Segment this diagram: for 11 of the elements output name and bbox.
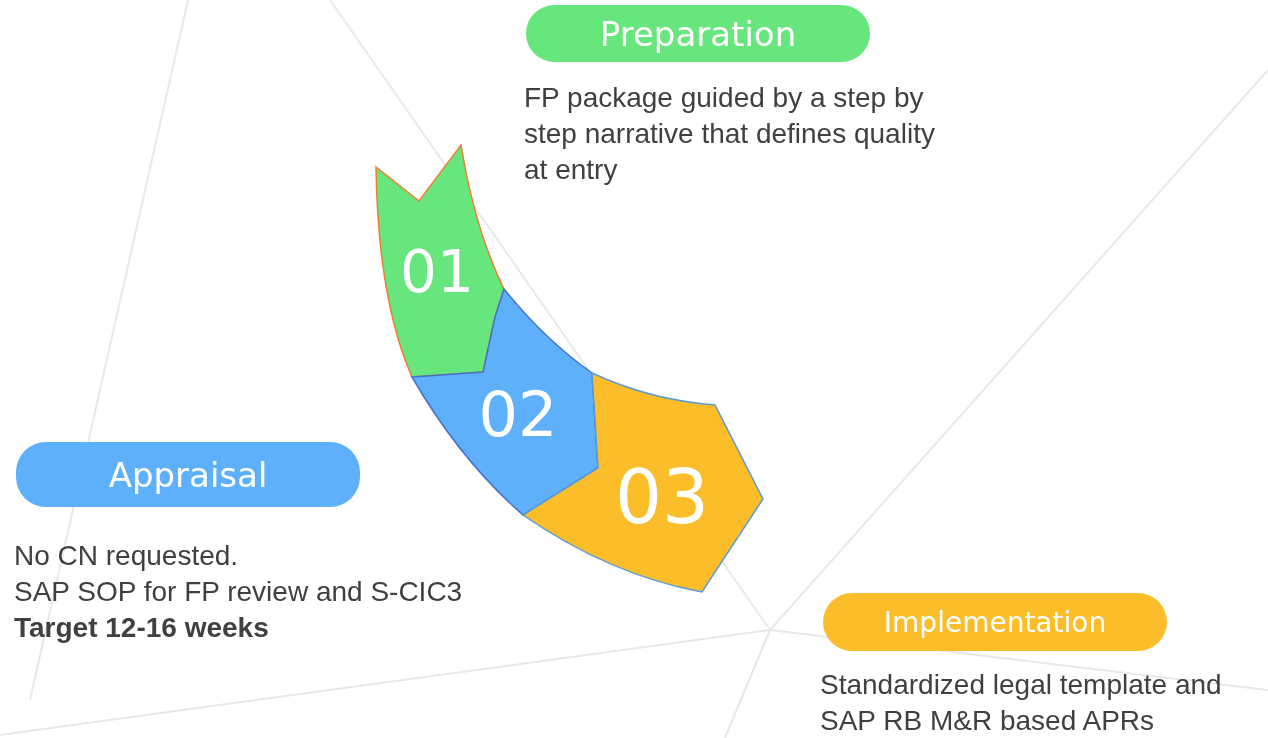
description-text: Standardized legal template and SAP RB M&R based APRs: [820, 668, 1223, 738]
description-text: Target 12-16 weeks: [14, 611, 270, 645]
step-number: 01: [400, 243, 474, 301]
stage-pill: Preparation: [526, 5, 870, 62]
description-text: SAP SOP for FP review and S-CIC3: [14, 575, 464, 609]
stage-pill: Appraisal: [16, 442, 360, 507]
description-text: FP package guided by a step by step narrative that defines quality at entry: [524, 81, 936, 187]
step-number: 03: [614, 460, 710, 534]
stage-pill: Implementation: [823, 593, 1167, 651]
description-text: No CN requested.: [14, 539, 240, 573]
step-number: 02: [478, 384, 558, 446]
